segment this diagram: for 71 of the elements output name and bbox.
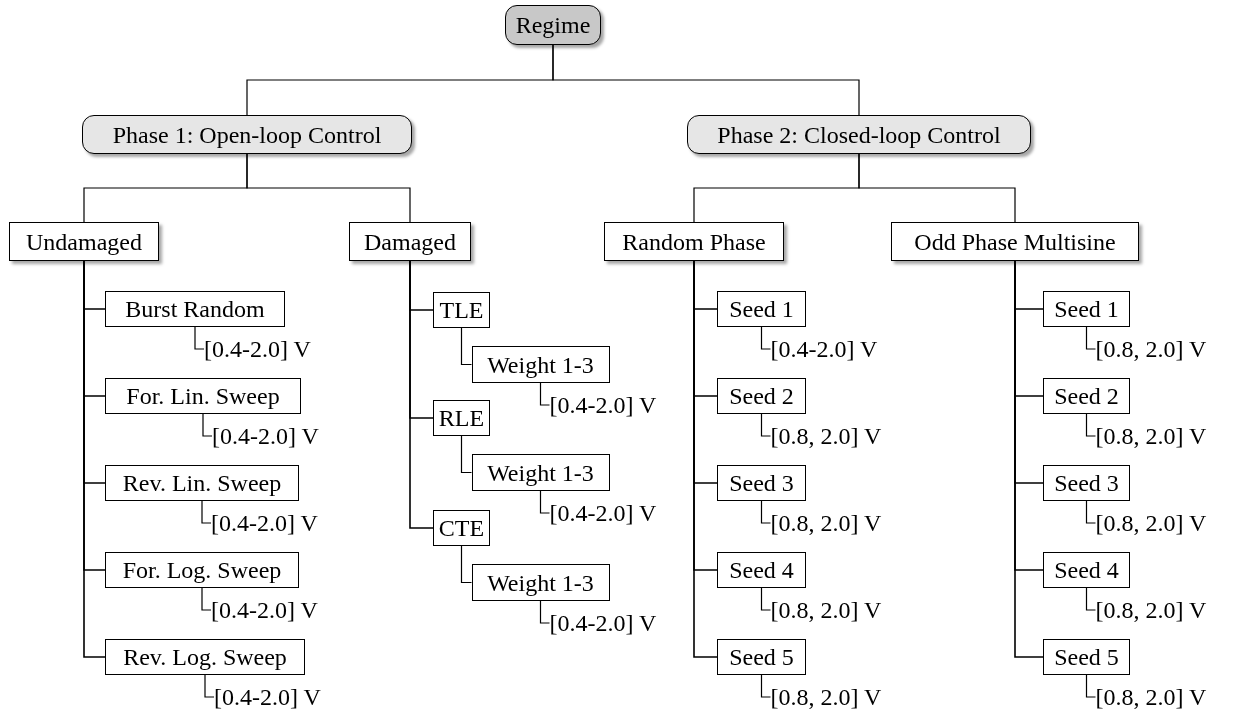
connector-line — [460, 545, 473, 584]
value-text: [0.4-2.0] V — [204, 335, 332, 363]
connector-line — [539, 600, 551, 624]
value-text: [0.4-2.0] V — [211, 509, 339, 537]
leaf-box: Rev. Log. Sweep — [105, 639, 305, 675]
value-text: [0.8, 2.0] V — [770, 683, 899, 711]
value-text: [0.8, 2.0] V — [770, 509, 899, 537]
leaf-box: Seed 1 — [717, 291, 806, 327]
connector-line — [760, 674, 772, 698]
leaf-box: Seed 5 — [1043, 639, 1130, 675]
connector-line — [1085, 674, 1097, 698]
value-text: [0.8, 2.0] V — [770, 596, 899, 624]
connector-line — [760, 326, 772, 350]
leaf-box: CTE — [433, 510, 490, 546]
phase-box: Phase 1: Open-loop Control — [82, 115, 412, 154]
category-box: Odd Phase Multisine — [891, 222, 1139, 261]
connector-line — [246, 153, 411, 223]
connector-line — [204, 674, 215, 698]
leaf-box: Seed 2 — [1043, 378, 1130, 414]
connector-line — [201, 587, 212, 611]
connector-line — [760, 413, 772, 437]
leaf-box: Seed 4 — [1043, 552, 1130, 588]
leaf-box: Seed 2 — [717, 378, 806, 414]
leaf-box: Seed 3 — [717, 465, 806, 501]
connector-line — [539, 382, 551, 406]
leaf-box: RLE — [433, 400, 490, 436]
leaf-box: Seed 3 — [1043, 465, 1130, 501]
connector-line — [1085, 413, 1097, 437]
leaf-box: Weight 1-3 — [471, 454, 610, 491]
leaf-box: For. Log. Sweep — [105, 552, 299, 588]
value-text: [0.4-2.0] V — [211, 596, 339, 624]
value-text: [0.4-2.0] V — [549, 391, 678, 419]
connector-line — [460, 327, 473, 366]
value-text: [0.4-2.0] V — [212, 422, 340, 450]
connector-line — [201, 500, 212, 524]
value-text: [0.4-2.0] V — [770, 335, 899, 363]
category-box: Random Phase — [604, 222, 784, 261]
value-text: [0.8, 2.0] V — [1095, 335, 1224, 363]
value-text: [0.8, 2.0] V — [770, 422, 899, 450]
connector-line — [1085, 500, 1097, 524]
connector-line — [760, 587, 772, 611]
connector-line — [760, 500, 772, 524]
value-text: [0.8, 2.0] V — [1095, 683, 1224, 711]
leaf-box: TLE — [433, 292, 490, 328]
leaf-box: Seed 4 — [717, 552, 806, 588]
value-text: [0.8, 2.0] V — [1095, 422, 1224, 450]
connector-line — [858, 153, 1016, 223]
leaf-box: Weight 1-3 — [471, 346, 610, 383]
value-text: [0.8, 2.0] V — [1095, 596, 1224, 624]
value-text: [0.4-2.0] V — [549, 499, 678, 527]
connector-line — [539, 490, 551, 514]
category-box: Damaged — [349, 222, 471, 261]
leaf-box: Seed 1 — [1043, 291, 1130, 327]
connector-line — [460, 435, 473, 474]
category-box: Undamaged — [9, 222, 159, 261]
connector-line — [1085, 326, 1097, 350]
leaf-box: Seed 5 — [717, 639, 806, 675]
leaf-box: For. Lin. Sweep — [105, 378, 301, 414]
value-text: [0.8, 2.0] V — [1095, 509, 1224, 537]
connector-line — [409, 260, 434, 529]
connector-line — [194, 326, 205, 350]
value-text: [0.4-2.0] V — [214, 683, 342, 711]
connector-line — [1085, 587, 1097, 611]
phase-box: Phase 2: Closed-loop Control — [687, 115, 1031, 154]
leaf-box: Rev. Lin. Sweep — [105, 465, 299, 501]
connector-line — [552, 44, 860, 116]
leaf-box: Weight 1-3 — [471, 564, 610, 601]
root-box: Regime — [505, 5, 601, 45]
leaf-box: Burst Random — [105, 291, 285, 327]
connector-line — [202, 413, 213, 437]
value-text: [0.4-2.0] V — [549, 609, 678, 637]
